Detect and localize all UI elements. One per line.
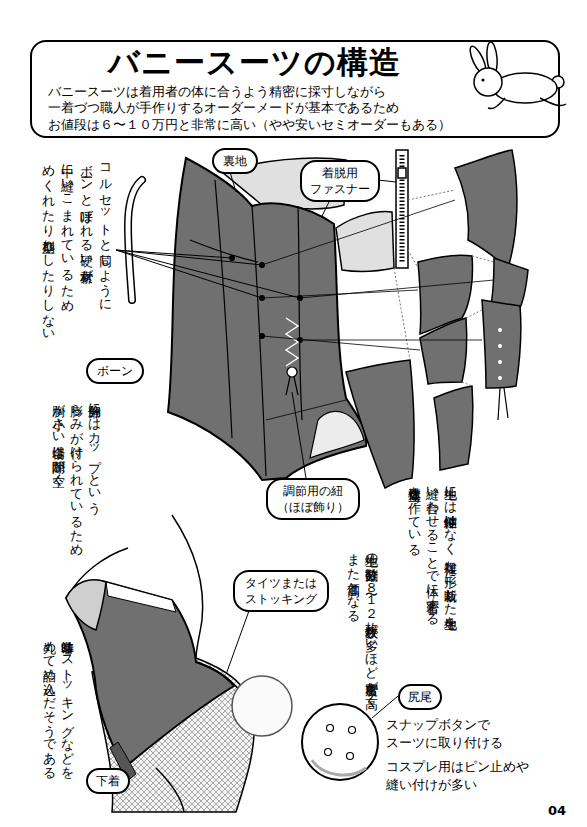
lace-string (498, 388, 508, 420)
rabbit-body (493, 73, 557, 103)
snap-button (325, 749, 332, 756)
cup (66, 580, 106, 630)
note-text: コルセットと同じように ボーンと呼ばれる硬い素材が 中に縫いこまれているため め… (39, 155, 114, 343)
lace (286, 318, 298, 366)
rabbit-eye (481, 78, 484, 81)
part-name: 調節用の紐 （ほぼ飾り） (275, 483, 351, 515)
snap-button (349, 727, 356, 734)
part-label-pill: ボーン (86, 358, 144, 384)
lining-panel (336, 212, 394, 272)
seam-line (190, 180, 302, 476)
part-name: ボーン (95, 363, 135, 379)
part-name: 尻尾 (407, 689, 433, 705)
lace-holes (498, 328, 502, 380)
note-text: 非常時はストッキングなどを 丸めて詰め込んだそうである (40, 632, 76, 802)
lace-hole (498, 328, 502, 332)
body-outline (156, 662, 254, 812)
fabric-panel (434, 386, 473, 470)
page-number: 04 (548, 802, 578, 821)
rabbit-head (474, 68, 502, 96)
leg-opening-lining (310, 411, 364, 458)
part-label-pill: 裏地 (212, 148, 258, 174)
tail-shade (312, 760, 366, 775)
rabbit-ear (467, 44, 489, 75)
part-name: 裏地 (221, 153, 249, 169)
suit-side-lining (106, 582, 176, 612)
fabric-panel (420, 318, 467, 384)
rabbit-ear (486, 42, 499, 75)
snap-button (347, 753, 354, 760)
page-title: バニースーツの構造 (108, 42, 401, 84)
part-name: 着脱用 ファスナー (309, 165, 371, 197)
note-text: 生地には伸縮性はなく 複雑な形に裁断した生地を 縫い合わせることで体に密着する … (405, 478, 459, 674)
part-label-pill: 調節用の紐 （ほぼ飾り） (266, 478, 360, 520)
leader-line (262, 200, 494, 420)
rabbit (467, 42, 566, 109)
lace-bow (287, 367, 297, 377)
tail (302, 704, 378, 780)
fabric-panel (482, 300, 521, 388)
part-name: 下着 (95, 773, 121, 789)
note-text: 生地の分割数は８〜１２枚 枚数が多いほど密着度が高く また高価となる (344, 545, 380, 715)
zipper-pull (398, 168, 406, 178)
zipper (396, 150, 408, 268)
part-label-pill: タイツまたは ストッキング (233, 570, 329, 612)
description-text: バニースーツは着用者の体に合うよう精密に採寸しながら 一着づつ職人が手作りするオ… (48, 84, 458, 133)
bone-fill (128, 180, 142, 300)
part-label-pill: 着脱用 ファスナー (300, 160, 380, 202)
rabbit-tail (552, 76, 564, 88)
snap-button (327, 725, 334, 732)
lace-hole (498, 360, 502, 364)
fabric-panel (346, 360, 414, 488)
part-label-pill: 尻尾 (398, 684, 442, 710)
fabric-panel (455, 150, 517, 268)
rabbit-leg (488, 98, 566, 109)
lace-hole (498, 344, 502, 348)
note-text: コスプレ用はピン止めや 縫い付けが多い (386, 758, 531, 794)
note-text: スナップボタンで スーツに取り付ける (386, 716, 516, 752)
lace-hole (498, 376, 502, 380)
snap-buttons (325, 725, 356, 760)
bone-outline (128, 180, 142, 300)
part-label-pill: 下着 (86, 768, 130, 794)
tail-on-suit (232, 676, 292, 736)
suit-body (168, 158, 366, 480)
part-name: タイツまたは ストッキング (242, 575, 320, 607)
note-text: 胸部分にはカップという 膨らみが付けられているため 胸が小さい場合は隙間が空く (49, 395, 103, 565)
